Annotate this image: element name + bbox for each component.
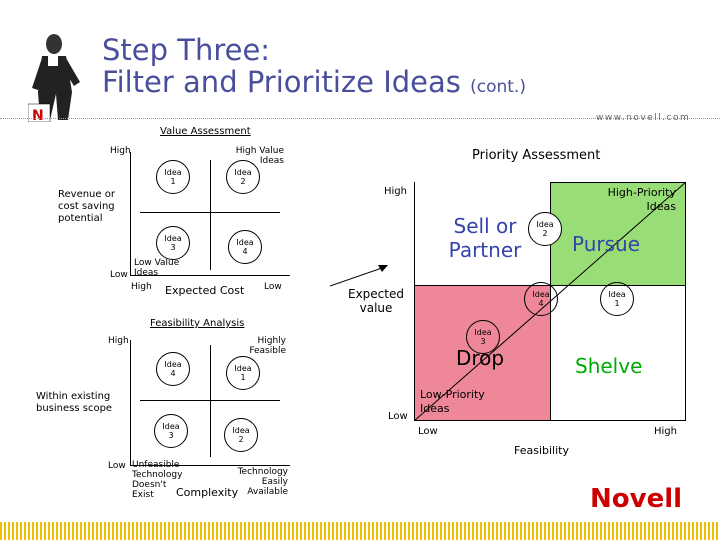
pa-y-axis: [414, 182, 415, 420]
pa-top-edge: [550, 182, 686, 183]
va-horizontal-divider: [140, 212, 280, 213]
fa-x-label: Complexity: [176, 486, 239, 499]
pa-idea-3: Idea 3: [466, 320, 500, 354]
va-y-low: Low: [110, 270, 128, 280]
va-y-high: High: [110, 146, 131, 156]
pa-right-edge: [685, 182, 686, 421]
va-idea-4: Idea 4: [228, 230, 262, 264]
fa-y-label: Within existing business scope: [36, 391, 113, 414]
va-x-low: Low: [264, 282, 282, 292]
fa-vertical-divider: [210, 345, 211, 457]
header-divider: [0, 118, 720, 119]
pa-idea-4: Idea 4: [524, 282, 558, 316]
low-priority-label: Low-Priority Ideas: [420, 388, 485, 415]
va-y-axis: [130, 152, 131, 275]
fa-horizontal-divider: [140, 400, 280, 401]
label-sell-or-partner: Sell or Partner: [448, 214, 522, 262]
feasibility-analysis-title: Feasibility Analysis: [150, 318, 245, 329]
fa-y-low: Low: [108, 461, 126, 471]
va-idea-1: Idea 1: [156, 160, 190, 194]
pa-x-high: High: [654, 426, 677, 437]
fa-y-high: High: [108, 336, 129, 346]
pa-y-low: Low: [388, 411, 408, 422]
va-idea-3: Idea 3: [156, 226, 190, 260]
high-priority-label: High-Priority Ideas: [607, 186, 676, 213]
label-shelve: Shelve: [575, 354, 643, 378]
va-bl-label: Low Value Ideas: [134, 258, 180, 278]
pa-x-axis: [414, 420, 686, 421]
va-tr-label: High Value Ideas: [235, 146, 284, 166]
pa-x-label: Feasibility: [514, 444, 569, 457]
va-y-label: Revenue or cost saving potential: [58, 189, 115, 224]
page-title: Step Three: Filter and Prioritize Ideas …: [102, 33, 526, 99]
flow-arrow: [330, 265, 388, 287]
fa-y-axis: [130, 340, 131, 465]
label-pursue: Pursue: [572, 232, 641, 256]
novell-logo: Novell: [590, 484, 683, 514]
fa-idea-2: Idea 2: [224, 418, 258, 452]
pa-x-low: Low: [418, 426, 438, 437]
pa-idea-2: Idea 2: [528, 212, 562, 246]
pa-idea-1: Idea 1: [600, 282, 634, 316]
pa-y-label: Expected value: [348, 287, 404, 315]
va-vertical-divider: [210, 160, 211, 270]
fa-x-axis: [130, 465, 290, 466]
quadrant-top-right: [550, 182, 685, 285]
fa-tr-label: Highly Feasible: [249, 336, 286, 356]
fa-idea-4: Idea 4: [156, 352, 190, 386]
fa-bl-label: Unfeasible Technology Doesn't Exist: [132, 460, 183, 500]
quadrant-top-left: [415, 182, 550, 285]
pa-y-high: High: [384, 186, 407, 197]
va-x-axis: [130, 275, 290, 276]
va-x-label: Expected Cost: [165, 284, 245, 297]
fa-idea-1: Idea 1: [226, 356, 260, 390]
va-idea-2: Idea 2: [226, 160, 260, 194]
footer-bar: [0, 522, 720, 540]
fa-idea-3: Idea 3: [154, 414, 188, 448]
svg-text:N: N: [32, 108, 44, 122]
value-assessment-title: Value Assessment: [160, 126, 251, 137]
fa-br-label: Technology Easily Available: [237, 467, 288, 497]
presenter-figure: N: [27, 32, 90, 124]
website-url: www.novell.com: [596, 113, 691, 123]
va-x-high: High: [131, 282, 152, 292]
priority-assessment-title: Priority Assessment: [472, 148, 601, 163]
